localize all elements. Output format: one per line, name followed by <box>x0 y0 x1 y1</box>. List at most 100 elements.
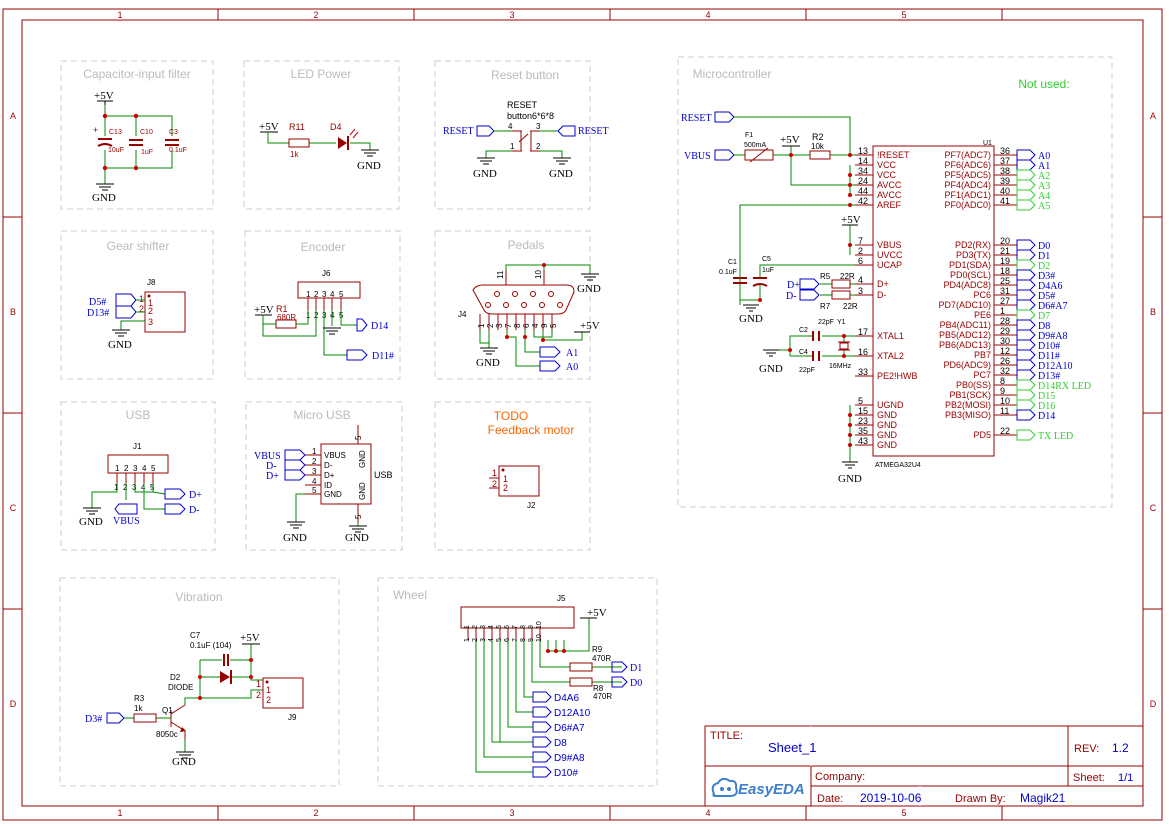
row-label: B <box>1150 307 1156 317</box>
svg-text:5: 5 <box>549 323 558 328</box>
title-label: TITLE: <box>710 730 743 742</box>
mcu-pin-name: PB5(ADC12) <box>939 330 991 340</box>
row-label: C <box>10 503 17 513</box>
gnd-label: GND <box>345 532 369 544</box>
net-port <box>1016 279 1036 291</box>
net-label-vbus: VBUS <box>254 451 281 462</box>
value-c5: 1uF <box>762 267 774 274</box>
svg-text:1: 1 <box>256 679 261 689</box>
svg-text:3: 3 <box>495 323 504 328</box>
mcu-pin-number: 37 <box>1000 156 1010 166</box>
net-label-reset: RESET <box>681 113 712 124</box>
row-label: C <box>1150 503 1157 513</box>
net-port <box>1016 349 1036 361</box>
svg-text:1: 1 <box>115 464 120 473</box>
ref-y1: Y1 <box>837 319 846 326</box>
value-c4: 22pF <box>799 367 815 374</box>
mcu-pin-name: GND <box>877 430 898 440</box>
svg-text:GND: GND <box>358 482 367 500</box>
svg-text:4: 4 <box>508 122 513 131</box>
mcu-pin-name: VCC <box>877 160 897 170</box>
gnd-label: GND <box>172 756 196 768</box>
col-label: 4 <box>705 808 710 818</box>
svg-text:2: 2 <box>124 464 129 473</box>
j5-pin-number: 1 <box>464 638 471 642</box>
mcu-pin-number: 25 <box>1000 276 1010 286</box>
usb-pin-name: D+ <box>324 471 335 480</box>
gnd-label: GND <box>476 357 500 369</box>
value-r1: 680R <box>277 313 296 322</box>
mcu-pin-name: VBUS <box>877 240 902 250</box>
j5-pin-number: 3 <box>480 625 487 629</box>
mcu-pin-name: PD0(SCL) <box>950 270 991 280</box>
mcu-pin-number: 43 <box>858 436 868 446</box>
net-label-d14: D14 <box>371 321 388 332</box>
mcu-pin-number: 24 <box>858 176 868 186</box>
section-title-vibration: Vibration <box>175 590 222 604</box>
ref-r2: R2 <box>812 132 824 142</box>
col-label: 2 <box>313 10 318 20</box>
svg-text:11: 11 <box>496 270 505 279</box>
mcu-pin-name: PB0(SS) <box>956 380 991 390</box>
ref-c13: C13 <box>109 129 122 136</box>
mcu-pin-number: 29 <box>1000 326 1010 336</box>
mcu-pin-number: 10 <box>1000 396 1010 406</box>
mcu-pin-number: 27 <box>1000 296 1010 306</box>
mcu-pin-name: PF0(ADC0) <box>944 200 991 210</box>
svg-text:5: 5 <box>354 514 363 519</box>
mcu-pin-number: 36 <box>1000 146 1010 156</box>
ref-j1: J1 <box>133 442 142 451</box>
mcu-pin-name: UGND <box>877 400 904 410</box>
mcu-pin-name: PF6(ADC6) <box>944 160 991 170</box>
mcu-pin-number: 13 <box>858 146 868 156</box>
net-label-d10: D10# <box>554 768 578 779</box>
gnd-label: GND <box>283 532 307 544</box>
mcu-pin-number: 4 <box>858 275 863 285</box>
mcu-pin-number: 41 <box>1000 196 1010 206</box>
value-c3: 0.1uF <box>169 147 187 154</box>
gnd-label: GND <box>108 339 132 351</box>
mcu-pin-name: GND <box>877 410 898 420</box>
ref-c5: C5 <box>762 256 771 263</box>
svg-text:8: 8 <box>513 323 522 328</box>
power-label: +5V <box>254 304 274 316</box>
ref-usb: USB <box>374 470 393 480</box>
net-label-d8: D8 <box>554 738 567 749</box>
mcu-pin-name: D- <box>877 290 887 300</box>
mcu-pin-number: 16 <box>858 347 868 357</box>
svg-text:7: 7 <box>504 323 513 328</box>
ref-c1: C1 <box>728 259 737 266</box>
mcu-pin-name: PD5 <box>973 430 991 440</box>
ref-j8: J8 <box>147 278 156 287</box>
usb-pin-name: D- <box>324 461 333 470</box>
col-label: 1 <box>117 808 122 818</box>
value-r11: 1k <box>290 150 299 159</box>
sheet-label: Sheet: <box>1073 772 1105 784</box>
usb-pin-name: GND <box>324 490 342 499</box>
value-r5: 22R <box>840 272 855 281</box>
u1-body <box>872 145 995 457</box>
section-title-gear-shifter: Gear shifter <box>107 239 170 253</box>
net-label-d9a8: D9#A8 <box>554 753 585 764</box>
mcu-pin-name: PB7 <box>974 350 991 360</box>
mcu-pin-number: 34 <box>858 166 868 176</box>
mcu-pin-number: 18 <box>1000 266 1010 276</box>
net-label: D10# <box>1038 341 1060 352</box>
net-label: D3# <box>1038 271 1055 282</box>
mcu-pin-name: PB4(ADC11) <box>940 320 991 330</box>
net-label-vbus: VBUS <box>684 151 711 162</box>
mcu-pin-number: 28 <box>1000 316 1010 326</box>
net-label: D0 <box>1038 241 1050 252</box>
col-label: 1 <box>117 10 122 20</box>
net-port <box>1016 339 1036 351</box>
mcu-pin-name: AVCC <box>877 180 902 190</box>
net-label: D14 <box>1038 411 1055 422</box>
net-port <box>1016 429 1036 441</box>
svg-text:3: 3 <box>148 317 153 327</box>
rev-label: REV: <box>1074 743 1099 755</box>
plus-mark: + <box>93 125 98 135</box>
